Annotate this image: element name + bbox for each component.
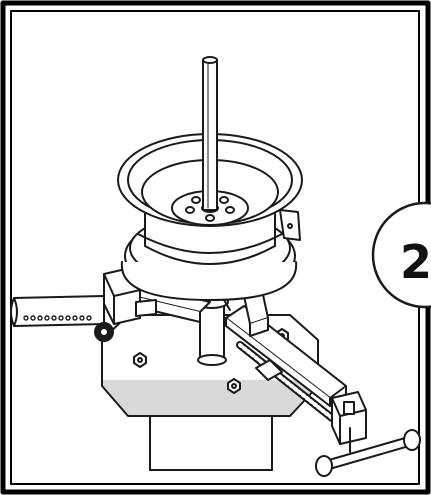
clamp-screw-assembly: [225, 305, 421, 477]
perforated-bar: [10, 295, 105, 327]
base-bolt: [133, 352, 147, 368]
step-number-label: 2.: [400, 235, 431, 289]
t-handle-knob-left: [315, 455, 333, 477]
rim-latch: [279, 209, 301, 241]
lug-holes: [185, 196, 235, 222]
center-shaft: [202, 56, 218, 211]
perforation-holes: [23, 315, 92, 321]
base-bolt: [227, 378, 241, 394]
step-bubble: [371, 201, 431, 309]
wheel-support-arm: [10, 267, 211, 342]
t-handle-knob-right: [403, 429, 421, 451]
